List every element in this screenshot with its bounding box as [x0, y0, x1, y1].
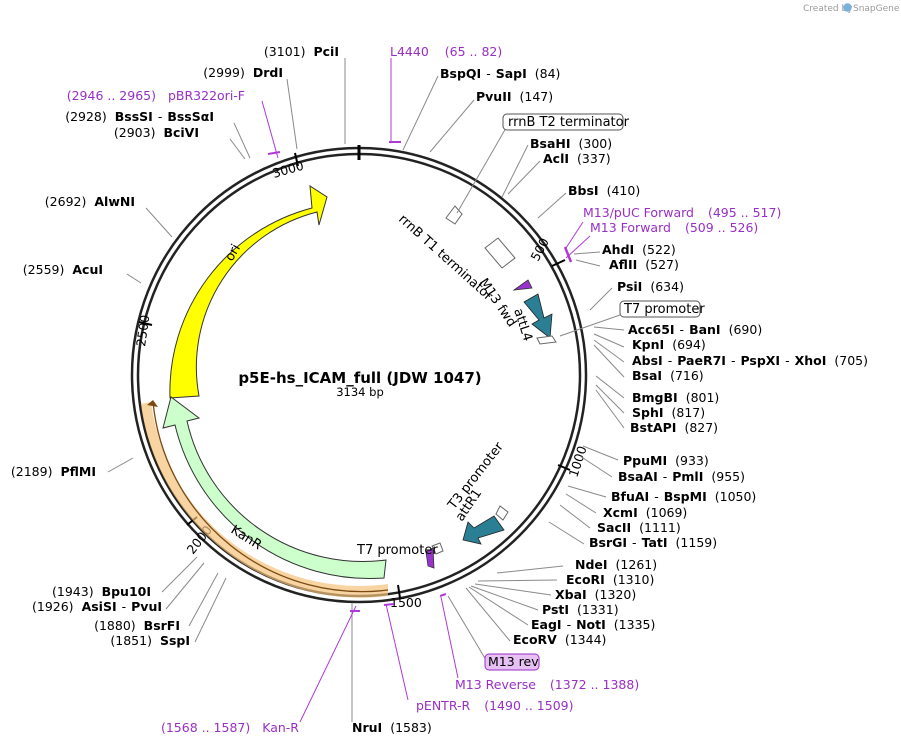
plasmid-length: 3134 bp [336, 385, 384, 399]
site-bsssi: (2928)BssSI-BssSαI [65, 109, 214, 124]
site-ndei: NdeI(1261) [575, 557, 657, 572]
brand-text: SnapGene [853, 4, 900, 14]
primer-pbr322ori-f: (2946 .. 2965)pBR322ori-F [67, 88, 245, 103]
site-bstapi: BstAPI(827) [630, 420, 718, 435]
kanr-feature [162, 396, 387, 580]
site-acui: (2559)AcuI [23, 262, 103, 277]
m13-rev-label: M13 rev [488, 654, 539, 669]
attl4-feature [523, 293, 553, 339]
site-acc65i: Acc65I-BanI(690) [628, 322, 762, 337]
primer-m13-forward: M13 Forward(509 .. 526) [590, 220, 758, 235]
site-ahdi: AhdI(522) [602, 242, 676, 257]
right-labels: BspQI-SapI(84) PvuII(147) BsaHI(300) Acl… [440, 66, 868, 647]
t7-promoter-feature [425, 547, 435, 569]
attr1-feature [462, 515, 505, 545]
site-bfuai: BfuAI-BspMI(1050) [611, 489, 756, 504]
site-xcmi: XcmI(1069) [603, 505, 687, 520]
site-nrui: NruI(1583) [352, 720, 432, 735]
site-psti: PstI(1331) [542, 602, 619, 617]
site-kpni: KpnI(694) [632, 337, 706, 352]
tick-1500: 1500 [390, 595, 422, 610]
t7-promoter-label: T7 promoter [356, 543, 438, 558]
site-absi: AbsI-PaeR7I-PspXI-XhoI(705) [632, 353, 868, 368]
site-bspqi: BspQI-SapI(84) [440, 66, 560, 81]
site-sphi: SphI(817) [632, 405, 705, 420]
m13-fwd-feature [512, 279, 533, 291]
ori-feature [169, 185, 328, 399]
site-drdi: (2999)DrdI [203, 65, 283, 80]
left-labels: (3101)PciI (2999)DrdI (2928)BssSI-BssSαI… [11, 44, 432, 735]
site-asisi: (1926)AsiSI-PvuI [32, 599, 162, 614]
site-alwni: (2692)AlwNI [45, 194, 135, 209]
tick-2500: 2500 [133, 314, 152, 348]
credit-text: Created by [803, 4, 853, 14]
ori-label: ori [222, 242, 243, 264]
site-eagi: EagI-NotI(1335) [531, 617, 655, 632]
site-ecori: EcoRI(1310) [566, 572, 654, 587]
site-pcii: (3101)PciI [264, 44, 339, 59]
site-bbsi: BbsI(410) [568, 183, 640, 198]
primer-m13-puc-forward: M13/pUC Forward(495 .. 517) [583, 205, 781, 220]
site-sspi: (1851)SspI [110, 633, 190, 648]
primer-markers [261, 58, 591, 723]
site-xbai: XbaI(1320) [555, 587, 636, 602]
site-bsrgi: BsrGI-TatI(1159) [589, 535, 717, 550]
site-ecorv: EcoRV(1344) [513, 632, 606, 647]
m13-fwd-label: M13 fwd [476, 276, 519, 330]
snapgene-credit: Created by SnapGene [803, 3, 900, 14]
rrnb-t1-feature [484, 237, 516, 269]
map-center: p5E-hs_ICAM_full (JDW 1047) 3134 bp [238, 369, 481, 399]
tick-3000: 3000 [271, 158, 306, 181]
site-bsahi: BsaHI(300) [530, 136, 612, 151]
site-sacii: SacII(1111) [597, 520, 681, 535]
primer-pentr-r: pENTR-R(1490 .. 1509) [416, 698, 573, 713]
primer-labels: L4440(65 .. 82) (2946 .. 2965)pBR322ori-… [67, 44, 782, 735]
site-acli: AclI(337) [543, 151, 611, 166]
rrnb-t2-label: rrnB T2 terminator [508, 115, 630, 130]
site-ppumi: PpuMI(933) [623, 453, 709, 468]
site-bsai: BsaI(716) [632, 368, 704, 383]
plasmid-title: p5E-hs_ICAM_full (JDW 1047) [238, 369, 481, 387]
site-aflii: AflII(527) [609, 257, 679, 272]
site-bpu10i: (1943)Bpu10I [52, 584, 151, 599]
site-psii: PsiI(634) [617, 279, 684, 294]
site-bcivi: (2903)BciVI [114, 125, 199, 140]
tick-1000: 1000 [566, 444, 590, 479]
site-pvuii: PvuII(147) [476, 89, 553, 104]
primer-kan-r: (1568 .. 1587)Kan-R [161, 720, 299, 735]
snapgene-logo-icon [843, 3, 852, 12]
site-pflmi: (2189)PflMI [11, 464, 96, 479]
boxed-labels: rrnB T2 terminator T7 promoter M13 rev [484, 113, 705, 671]
primer-l4440: L4440(65 .. 82) [390, 44, 502, 59]
leader-lines [107, 58, 625, 722]
t7-promoter-top-label: T7 promoter [623, 302, 705, 317]
site-bsrfi: (1880)BsrFI [94, 618, 180, 633]
primer-m13-reverse: M13 Reverse(1372 .. 1388) [455, 677, 639, 692]
site-bsaai: BsaAI-PmlI(955) [618, 469, 745, 484]
site-bmgbi: BmgBI(801) [632, 390, 719, 405]
